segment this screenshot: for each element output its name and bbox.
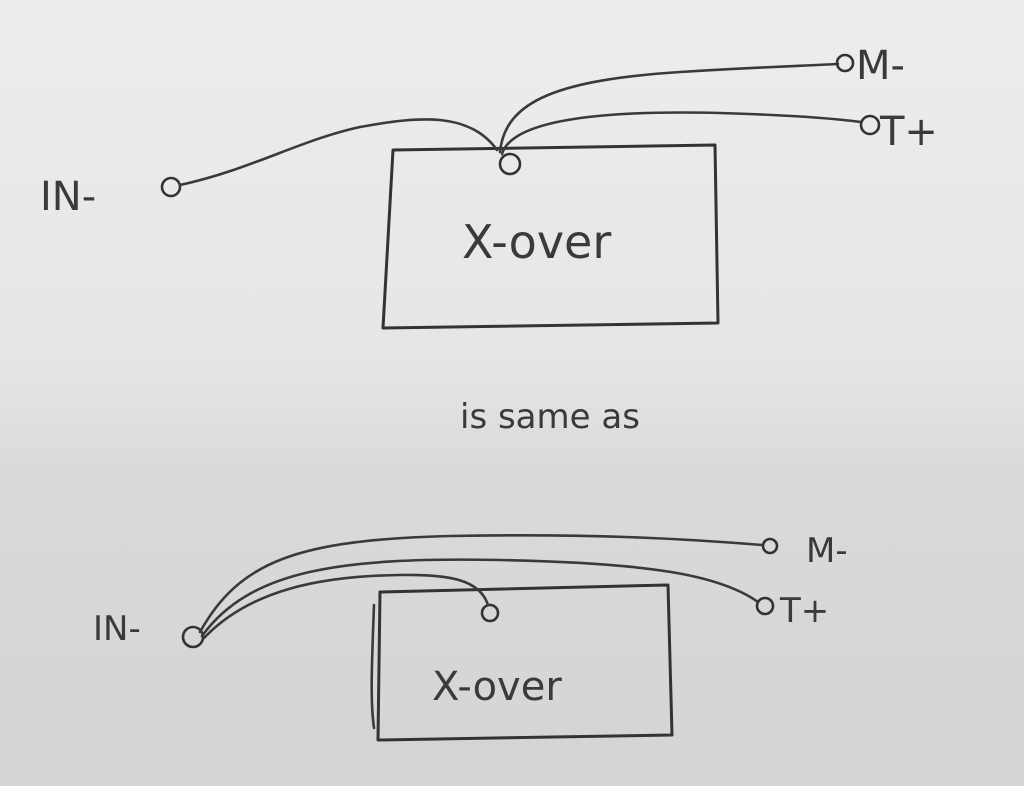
top-xover-label: X-over (462, 215, 611, 269)
top-t-terminal (859, 114, 881, 136)
bottom-box-left-edge-retrace (370, 603, 376, 730)
top-xover-box (381, 143, 720, 330)
bottom-diagram: X-over IN- M- T+ (93, 531, 848, 742)
top-wire-xover-to-t (500, 111, 863, 156)
top-m-label: M- (856, 43, 905, 89)
bottom-input-label: IN- (93, 609, 141, 649)
top-wire-in-to-xover (178, 118, 499, 187)
top-diagram: X-over IN- M- T+ (40, 43, 938, 330)
bottom-wire-in-to-xover (202, 573, 490, 640)
top-m-terminal (835, 53, 855, 73)
bottom-input-terminal (181, 625, 205, 649)
middle-caption: is same as (460, 397, 640, 437)
bottom-m-terminal (761, 537, 779, 555)
bottom-xover-box (376, 583, 674, 742)
top-input-label: IN- (40, 174, 96, 220)
bottom-xover-terminal (480, 603, 500, 623)
bottom-wire-in-to-m (198, 533, 764, 634)
top-xover-terminal (498, 152, 522, 176)
bottom-wire-in-to-t (200, 558, 760, 638)
top-t-label: T+ (879, 109, 938, 155)
bottom-m-label: M- (806, 531, 848, 571)
top-input-terminal (160, 176, 182, 198)
top-wire-xover-to-m (498, 62, 840, 154)
bottom-t-label: T+ (779, 591, 829, 631)
bottom-t-terminal (755, 596, 775, 616)
bottom-xover-label: X-over (432, 664, 562, 710)
